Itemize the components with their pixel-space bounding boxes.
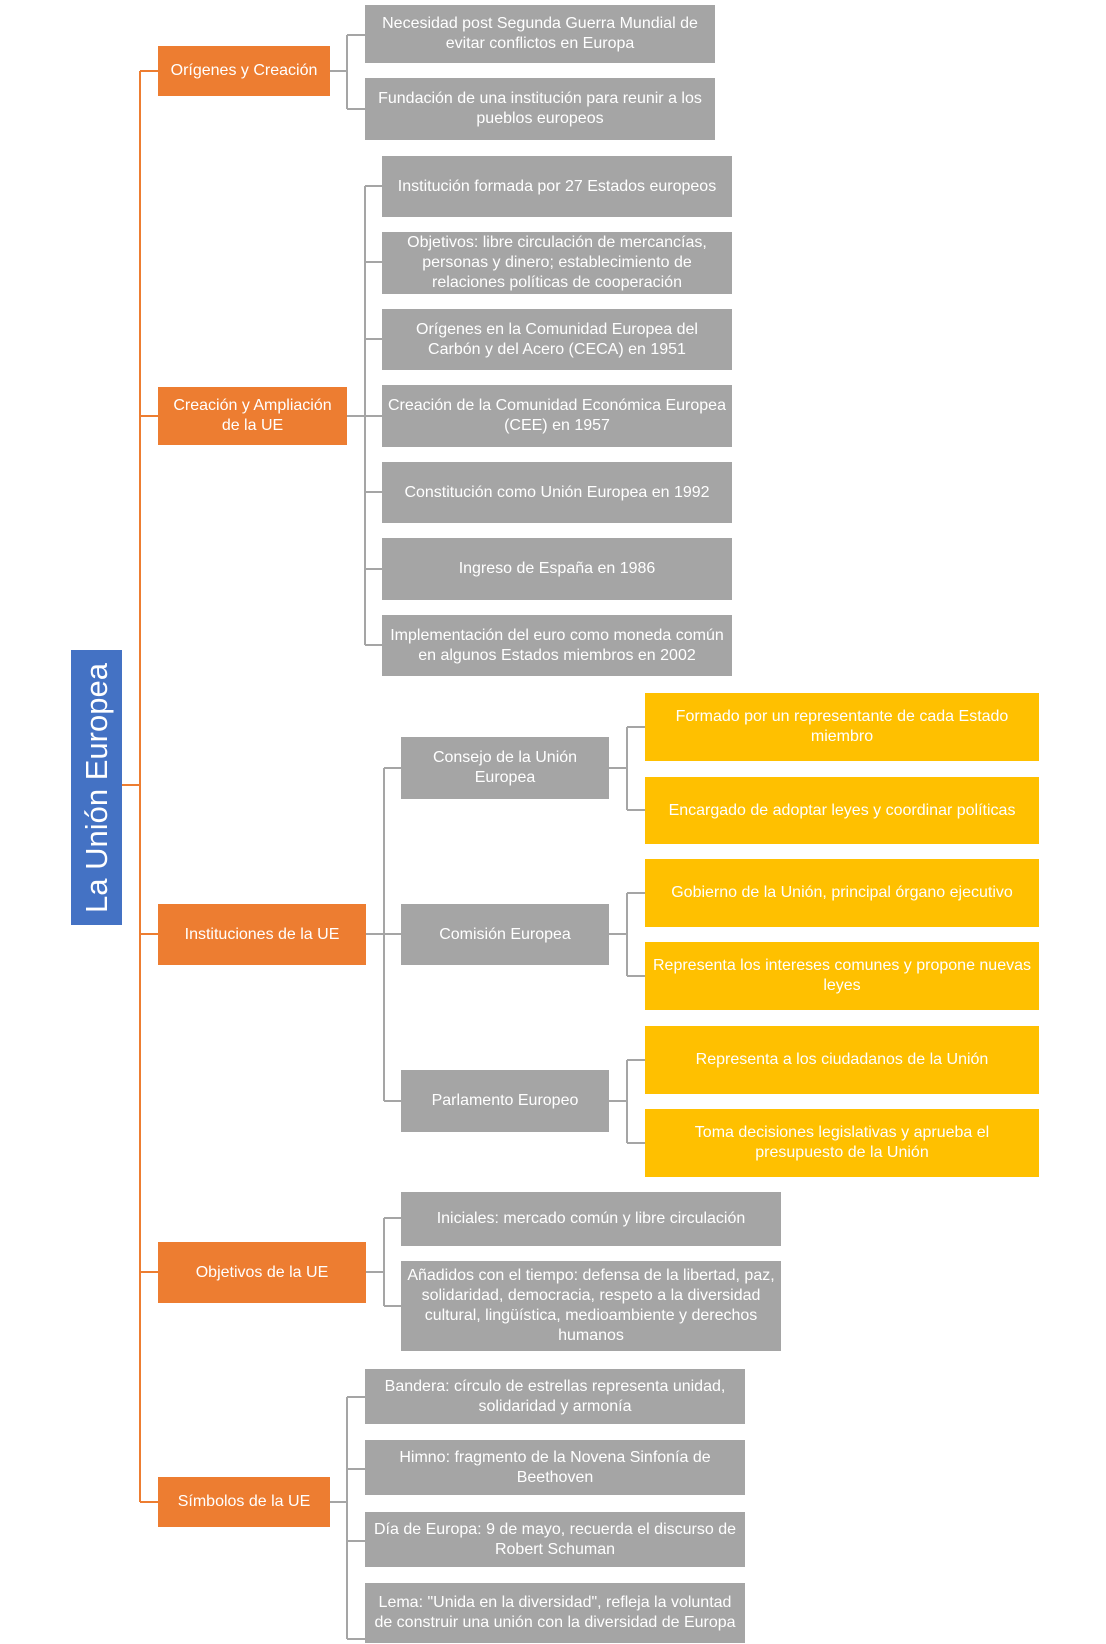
item-ampliacion-4: Creación de la Comunidad Económica Europ…	[382, 385, 732, 447]
branch-connectors	[330, 34, 645, 1640]
simbolos-connector	[330, 1396, 365, 1640]
item-ampliacion-1: Institución formada por 27 Estados europ…	[382, 156, 732, 217]
parlamento-connector	[609, 1059, 645, 1144]
item-parlamento-2: Toma decisiones legislativas y aprueba e…	[645, 1109, 1039, 1177]
consejo-connector	[609, 726, 645, 811]
item-origenes-2: Fundación de una institución para reunir…	[365, 78, 715, 140]
item-objetivos-1: Iniciales: mercado común y libre circula…	[401, 1192, 781, 1246]
institution-parlamento: Parlamento Europeo	[401, 1070, 609, 1132]
item-objetivos-2: Añadidos con el tiempo: defensa de la li…	[401, 1261, 781, 1351]
item-simbolos-3: Día de Europa: 9 de mayo, recuerda el di…	[365, 1512, 745, 1567]
branch-simbolos: Símbolos de la UE	[158, 1477, 330, 1527]
branch-objetivos: Objetivos de la UE	[158, 1242, 366, 1303]
item-consejo-2: Encargado de adoptar leyes y coordinar p…	[645, 777, 1039, 844]
item-simbolos-2: Himno: fragmento de la Novena Sinfonía d…	[365, 1440, 745, 1495]
item-comision-2: Representa los intereses comunes y propo…	[645, 942, 1039, 1010]
ampliacion-connector	[347, 185, 382, 646]
instituciones-connector	[366, 767, 401, 1102]
item-ampliacion-2: Objetivos: libre circulación de mercancí…	[382, 232, 732, 294]
branch-ampliacion: Creación y Ampliación de la UE	[158, 387, 347, 445]
institution-consejo: Consejo de la Unión Europea	[401, 737, 609, 799]
item-ampliacion-6: Ingreso de España en 1986	[382, 538, 732, 600]
institution-comision: Comisión Europea	[401, 904, 609, 965]
item-parlamento-1: Representa a los ciudadanos de la Unión	[645, 1026, 1039, 1094]
item-simbolos-4: Lema: "Unida en la diversidad", refleja …	[365, 1583, 745, 1643]
root-connectors	[122, 70, 158, 1503]
item-consejo-1: Formado por un representante de cada Est…	[645, 693, 1039, 761]
branch-instituciones: Instituciones de la UE	[158, 904, 366, 965]
item-comision-1: Gobierno de la Unión, principal órgano e…	[645, 859, 1039, 927]
item-simbolos-1: Bandera: círculo de estrellas representa…	[365, 1369, 745, 1424]
item-ampliacion-5: Constitución como Unión Europea en 1992	[382, 462, 732, 523]
origenes-connector	[330, 34, 365, 110]
comision-connector	[609, 892, 645, 977]
item-origenes-1: Necesidad post Segunda Guerra Mundial de…	[365, 5, 715, 63]
branch-origenes: Orígenes y Creación	[158, 46, 330, 96]
map-title: La Unión Europea	[71, 650, 122, 925]
objetivos-connector	[366, 1217, 401, 1307]
item-ampliacion-7: Implementación del euro como moneda comú…	[382, 615, 732, 676]
item-ampliacion-3: Orígenes en la Comunidad Europea del Car…	[382, 309, 732, 370]
